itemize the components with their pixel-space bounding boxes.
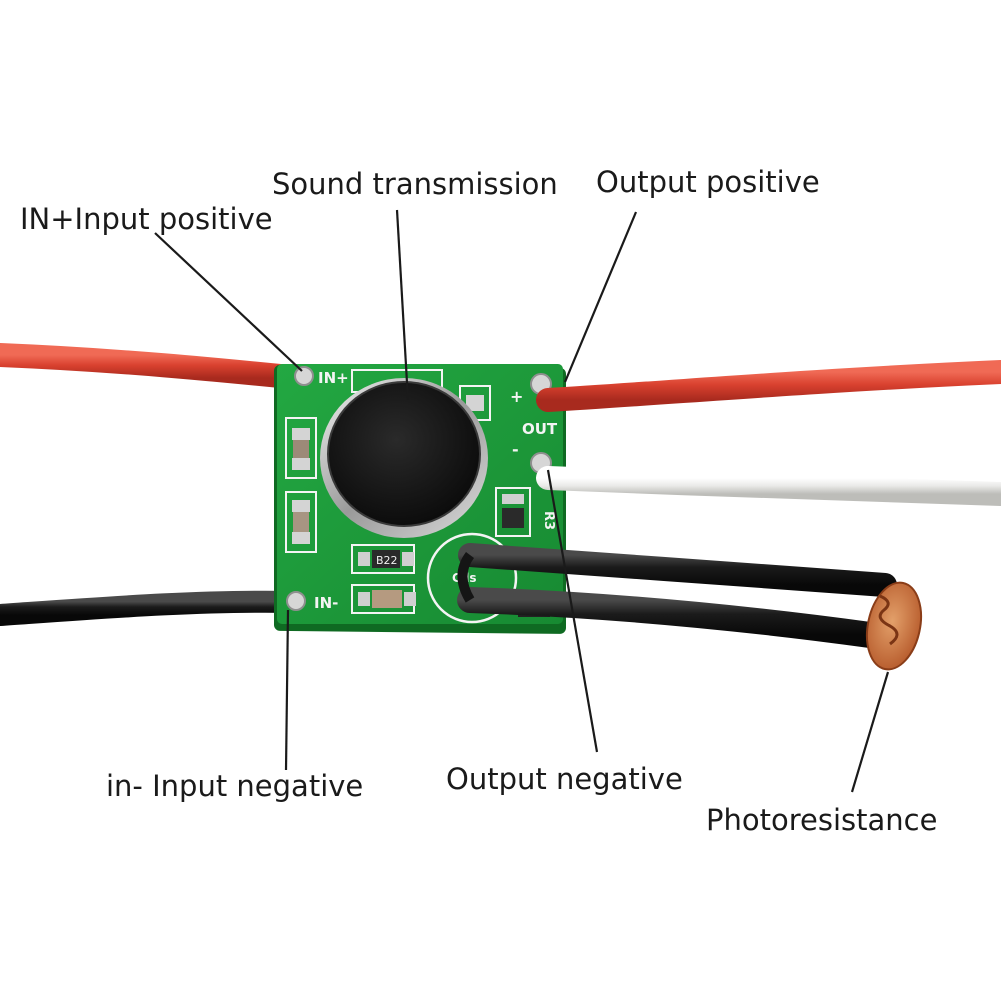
label-output-positive: Output positive [596, 165, 820, 199]
label-input-negative: in- Input negative [106, 769, 364, 803]
black-lead-lower [457, 587, 883, 648]
white-wire-out-minus [536, 466, 1001, 506]
red-wire-in-plus [0, 343, 312, 390]
photoresistor [865, 581, 923, 671]
label-input-positive: IN+Input positive [20, 202, 273, 236]
leader-in-plus [154, 232, 303, 372]
leader-photo [850, 671, 890, 793]
pad-in-minus [286, 591, 306, 611]
black-wire-in-minus [0, 590, 306, 626]
black-lead-upper [458, 543, 897, 597]
label-photoresistance: Photoresistance [706, 803, 938, 837]
label-output-negative: Output negative [446, 762, 683, 796]
leader-lines [154, 209, 890, 793]
leader-sound [395, 209, 410, 401]
microphone-capsule [320, 378, 488, 538]
silk-in-plus: IN+ [318, 369, 349, 387]
silk-out-plus: + [510, 387, 523, 406]
silk-r3: R3 [541, 511, 556, 530]
silk-in-minus: IN- [314, 594, 338, 612]
silk-b22: B22 [376, 554, 398, 567]
red-wire-out-plus [536, 360, 1001, 412]
label-sound-transmission: Sound transmission [272, 167, 558, 201]
pad-in-plus [294, 366, 314, 386]
leader-in-minus [284, 609, 290, 771]
silk-out-minus: - [512, 440, 519, 459]
leader-out-plus [563, 211, 638, 383]
leader-out-minus [546, 469, 599, 753]
silk-out: OUT [522, 420, 558, 438]
